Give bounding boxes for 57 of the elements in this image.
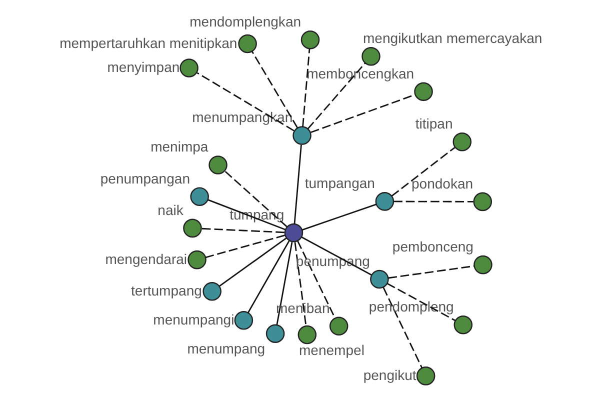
- node-circle: [472, 192, 492, 212]
- node-circle: [265, 324, 284, 343]
- connector: [247, 240, 290, 313]
- node-circle: [284, 223, 303, 242]
- node-label: menyimpan: [106, 59, 180, 76]
- node-circle: [238, 34, 256, 54]
- connector: [196, 72, 294, 132]
- node-label: penumpangan: [100, 170, 190, 186]
- connector: [218, 238, 286, 287]
- node-circle: [414, 82, 432, 102]
- connector: [390, 146, 455, 197]
- node-circle: [182, 218, 202, 238]
- connector: [310, 94, 415, 134]
- node-circle: [361, 47, 380, 66]
- connector: [251, 51, 298, 128]
- node-circle: [374, 192, 394, 211]
- node-circle: [179, 58, 198, 78]
- node-circle: [208, 156, 227, 174]
- connector: [294, 242, 306, 326]
- node-label: menumpangkan: [192, 109, 292, 126]
- connector: [302, 48, 310, 127]
- connector: [204, 234, 284, 258]
- node-circle: [452, 132, 472, 152]
- node-circle: [473, 255, 492, 274]
- connector: [293, 144, 302, 224]
- node-circle: [328, 316, 348, 336]
- node-circle: [370, 270, 388, 289]
- connector: [301, 204, 376, 231]
- node-label: tumpangan: [304, 175, 375, 192]
- node-label: mengendarai: [104, 251, 187, 268]
- node-label: mendomplengkan: [189, 14, 301, 30]
- node-label: menumpang: [186, 340, 265, 357]
- node-circle: [292, 126, 311, 145]
- connector: [388, 265, 474, 279]
- node-label: mengikutkan memercayakan: [362, 30, 542, 46]
- node-label: naik: [157, 202, 183, 218]
- node-circle: [187, 250, 206, 270]
- node-label: mempertaruhkan menitipkan: [59, 34, 237, 51]
- node-label: pengikut: [362, 367, 416, 384]
- node-circle: [300, 30, 320, 50]
- node-label: menimpa: [150, 138, 208, 155]
- node-circle: [297, 325, 316, 344]
- node-circle: [416, 366, 435, 386]
- node-label: pondokan: [410, 175, 473, 192]
- node-circle: [234, 311, 253, 330]
- node-label: titipan: [414, 116, 452, 132]
- connector: [382, 287, 422, 368]
- node-label: menempel: [298, 342, 364, 358]
- node-circle: [190, 187, 208, 206]
- connector: [200, 228, 284, 234]
- node-circle: [202, 282, 221, 301]
- connector: [276, 242, 292, 325]
- node-label: pembonceng: [392, 238, 473, 254]
- node-label: menumpangi: [152, 312, 234, 328]
- node-label: tertumpang: [130, 282, 202, 299]
- node-circle: [453, 315, 472, 334]
- connector: [393, 200, 473, 202]
